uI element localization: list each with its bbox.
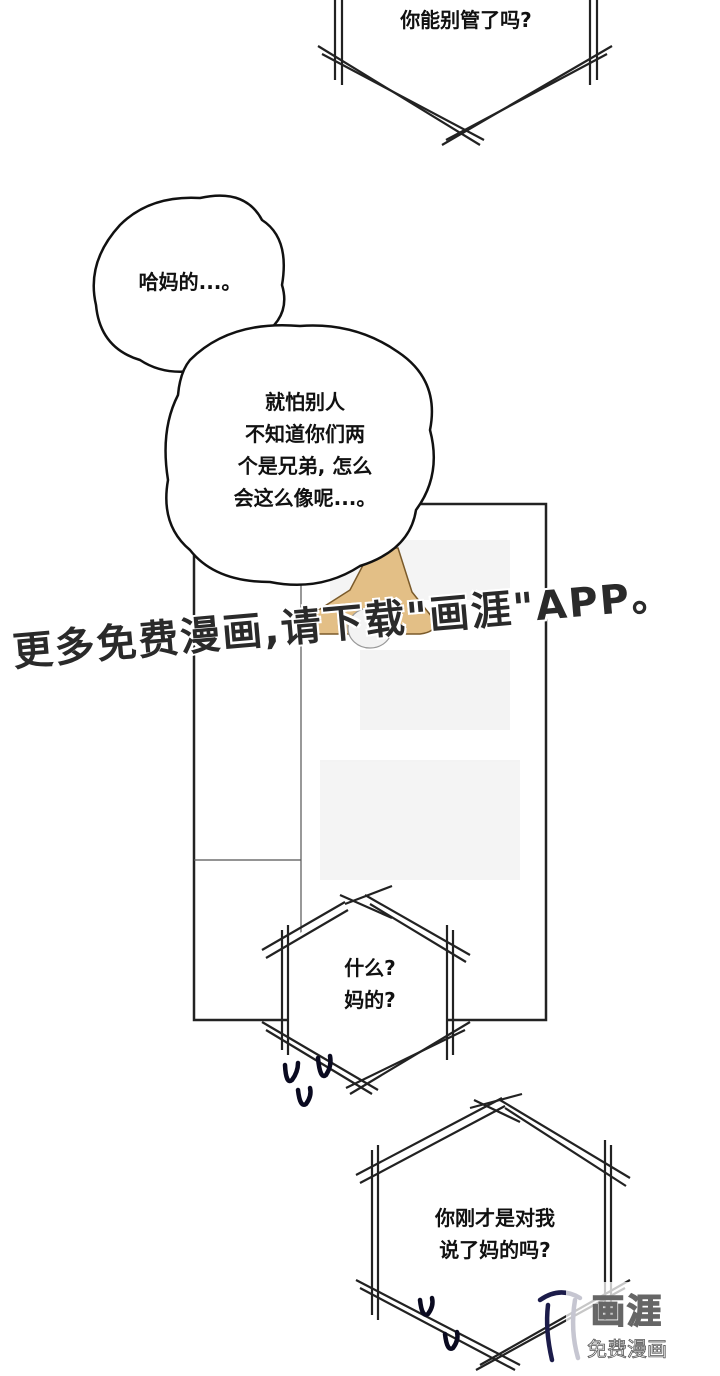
bubble-text-did-you: 你刚才是对我 说了妈的吗? xyxy=(435,1206,555,1262)
bubble-text-what: 什么? 妈的? xyxy=(344,956,396,1012)
wall-texture xyxy=(320,540,520,880)
app-logo: 画涯 免费漫画 xyxy=(566,1282,688,1368)
hex-bubble-middle xyxy=(261,884,471,1095)
logo-text: 画涯 xyxy=(590,1291,663,1333)
logo-subtext: 免费漫画 xyxy=(587,1337,668,1362)
bubble-text-afraid: 就怕别人 不知道你们两 个是兄弟, 怎么 会这么像呢...。 xyxy=(233,390,377,510)
hex-bubble-top xyxy=(317,0,613,146)
ceiling-lamp xyxy=(305,547,437,649)
bubble-text-haha: 哈妈的...。 xyxy=(138,270,242,294)
wavy-bubble-large xyxy=(164,324,436,587)
bubble-text-top: 你能别管了吗? xyxy=(400,8,532,32)
